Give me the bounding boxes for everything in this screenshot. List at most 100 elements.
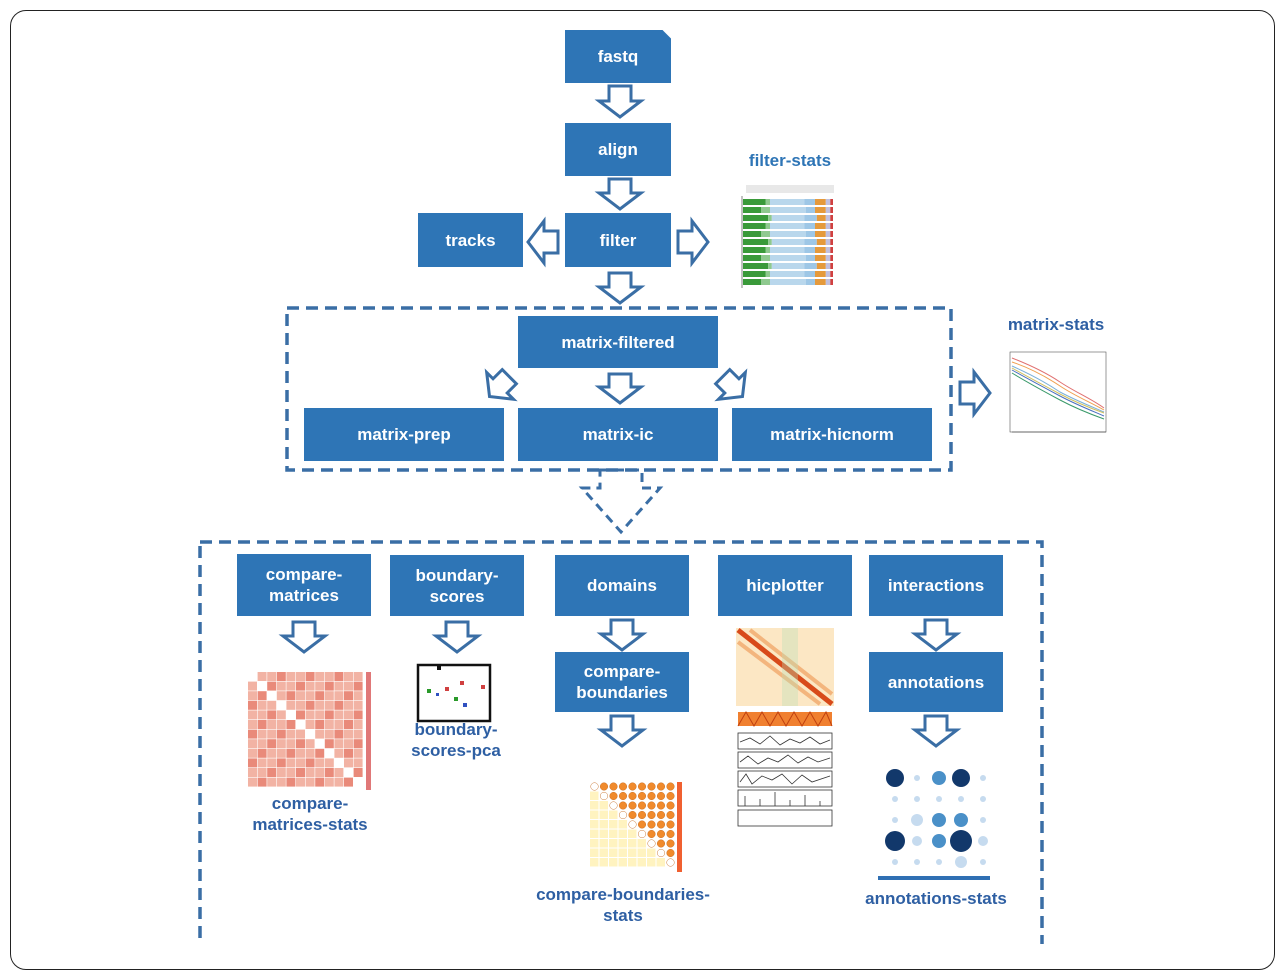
heatmap-cell (248, 768, 257, 777)
heatmap-cell (276, 777, 286, 787)
annotations-stats-label: annotations-stats (865, 889, 1007, 908)
bubble (936, 859, 942, 865)
heatmap-pie (647, 811, 656, 820)
arrow-matrixfiltered-ic (594, 372, 646, 405)
heatmap-cell (599, 839, 608, 848)
heatmap-cell (628, 829, 637, 838)
heatmap-pie (628, 801, 637, 810)
heatmap-cell (257, 672, 267, 681)
heatmap-cell (257, 681, 267, 691)
heatmap-cell (296, 777, 305, 787)
heatmap-pie (647, 782, 656, 791)
heatmap-cell (334, 720, 344, 729)
heatmap-cell (344, 681, 353, 691)
heatmap-cell (344, 710, 353, 720)
heatmap-cell (305, 691, 315, 701)
heatmap-cell (315, 748, 325, 758)
heatmap-cell (353, 777, 363, 787)
heatmap-cell (609, 829, 618, 838)
bubble (911, 814, 923, 826)
heatmap-pie (647, 801, 656, 810)
heatmap-cell (257, 768, 267, 777)
heatmap-cell (286, 768, 296, 777)
heatmap-cell (647, 858, 656, 867)
heatmap-cell (276, 691, 286, 701)
heatmap-cell (257, 758, 267, 768)
stacked-bar-segment (771, 239, 805, 245)
stacked-bar-segment (771, 263, 805, 269)
heatmap-cell (305, 777, 315, 787)
heatmap-cell (324, 710, 334, 720)
stacked-bar-segment (770, 255, 806, 261)
stacked-bar-segment (825, 207, 831, 213)
compare-matrices-stats-label: compare- matrices-stats (252, 794, 368, 834)
heatmap-cell (609, 848, 618, 857)
compare-matrices-box: compare- matrices (237, 554, 371, 616)
heatmap-cell (609, 858, 618, 867)
stacked-bar-segment (806, 231, 815, 237)
stacked-bar-segment (825, 263, 831, 269)
heatmap-cell (618, 839, 627, 848)
heatmap-cell (334, 710, 344, 720)
heatmap-cell (296, 691, 305, 701)
heatmap-cell (248, 672, 257, 681)
arrow-compare-boundaries (596, 714, 648, 748)
heatmap-pie (647, 820, 656, 829)
heatmap-cell (353, 691, 363, 701)
stacked-bar-segment (830, 255, 833, 261)
heatmap-cell (286, 700, 296, 710)
stacked-bar-segment (743, 255, 761, 261)
stacked-bar-segment (830, 223, 833, 229)
hicplotter-box: hicplotter (718, 555, 852, 616)
heatmap-cell (353, 748, 363, 758)
heatmap-cell (248, 681, 257, 691)
heatmap-cell (334, 758, 344, 768)
heatmap-cell (353, 700, 363, 710)
heatmap-cell (324, 758, 334, 768)
stacked-bar-segment (816, 263, 826, 269)
heatmap-cell (324, 768, 334, 777)
heatmap-pie (666, 858, 675, 867)
stacked-bar-segment (761, 255, 770, 261)
heatmap-cell (618, 829, 627, 838)
heatmap-cell (257, 748, 267, 758)
annotations-box: annotations (869, 652, 1003, 712)
bubble (912, 836, 922, 846)
stacked-bar-segment (770, 223, 805, 229)
heatmap-cell (267, 729, 277, 739)
heatmap-cell (618, 848, 627, 857)
heatmap-cell (344, 700, 353, 710)
arrow-interactions-annotations (910, 618, 962, 652)
matrix-prep-box: matrix-prep (304, 408, 504, 461)
arrow-filter-matrix (594, 271, 646, 305)
heatmap-cell (353, 758, 363, 768)
arrow-matrix-to-analysis (578, 468, 664, 535)
stacked-bar-segment (825, 215, 831, 221)
heatmap-cell (315, 777, 325, 787)
stacked-bar-segment (770, 199, 805, 205)
heatmap-cell (628, 858, 637, 867)
interactions-box: interactions (869, 555, 1003, 616)
stacked-bar-segment (765, 271, 770, 277)
heatmap-cell (590, 848, 599, 857)
heatmap-cell (305, 672, 315, 681)
heatmap-pie (647, 830, 656, 839)
heatmap-cell (590, 858, 599, 867)
stacked-bar-segment (804, 199, 815, 205)
bubble (958, 796, 964, 802)
stacked-bar-segment (806, 207, 815, 213)
heatmap-cell (315, 739, 325, 749)
heatmap-pie (666, 782, 675, 791)
heatmap-cell (324, 720, 334, 729)
heatmap-cell (276, 672, 286, 681)
stacked-bar-segment (806, 255, 815, 261)
heatmap-cell (353, 739, 363, 749)
stacked-bar-segment (815, 255, 826, 261)
heatmap-cell (618, 820, 627, 829)
heatmap-cell (344, 748, 353, 758)
heatmap-cell (257, 710, 267, 720)
hicplotter-thumbnail (736, 628, 834, 827)
stacked-bar-segment (743, 247, 766, 253)
stacked-bar-segment (830, 271, 833, 277)
heatmap-cell (324, 691, 334, 701)
